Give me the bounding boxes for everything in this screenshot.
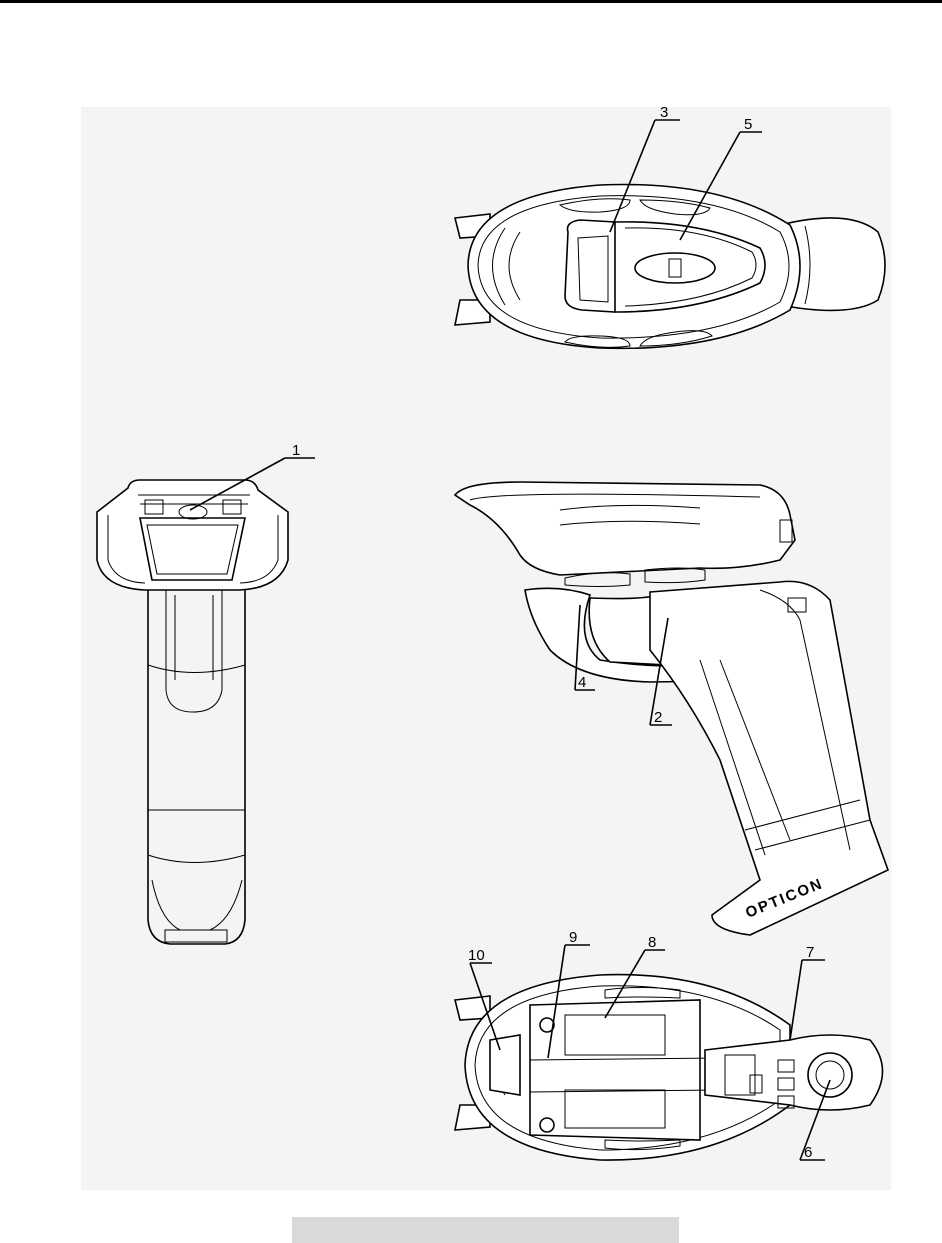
callout-1: 1 — [292, 442, 300, 459]
callout-9: 9 — [569, 929, 577, 946]
callout-4: 4 — [578, 674, 586, 691]
side-view: OPTICON — [455, 482, 888, 935]
callout-6: 6 — [804, 1144, 812, 1161]
callout-8: 8 — [648, 934, 656, 951]
callout-10: 10 — [468, 947, 485, 964]
bottom-view — [455, 975, 883, 1160]
callout-2: 2 — [654, 709, 662, 726]
front-view — [97, 480, 288, 944]
callout-5: 5 — [744, 116, 752, 133]
top-view — [455, 185, 885, 349]
callout-3: 3 — [660, 104, 668, 121]
callout-7: 7 — [806, 944, 814, 961]
